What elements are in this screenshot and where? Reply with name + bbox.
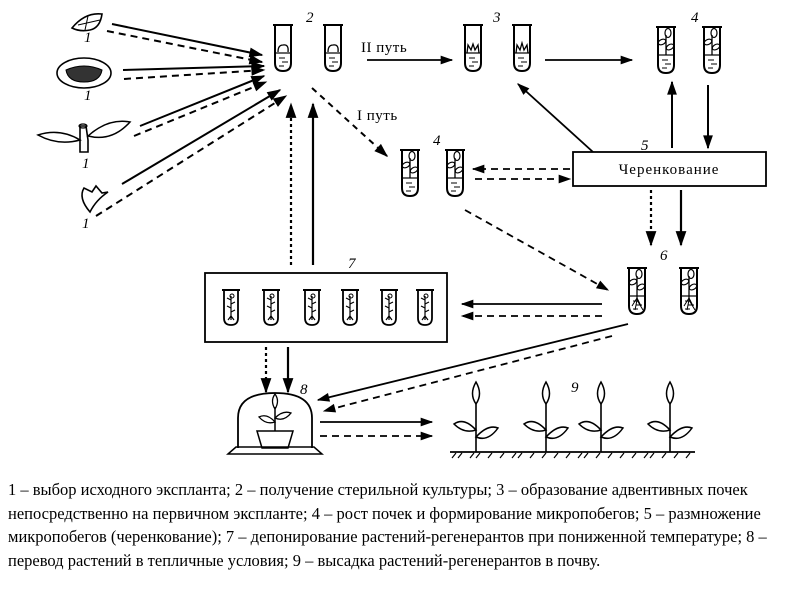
stage-6-label: 6	[660, 248, 668, 264]
explant-arrows	[95, 23, 288, 217]
stage-1-label: 1	[84, 88, 92, 104]
stage-1-label: 1	[82, 216, 90, 232]
stage-1-label: 1	[84, 30, 92, 46]
cutting-box-label: Черенкование	[619, 162, 720, 178]
path-one-label: I путь	[357, 108, 398, 124]
stage-8-label: 8	[300, 382, 308, 398]
explant-tissue-dish-icon	[56, 57, 112, 89]
rooting-to-greenhouse-dashed-arrow	[322, 335, 613, 413]
soil-planted-seedlings	[450, 381, 695, 459]
deposition-box	[204, 272, 448, 343]
explant-stem-node-icon	[36, 120, 132, 153]
stage-4-label: 4	[691, 10, 699, 26]
micropropagation-diagram: 1 1 1 1 2 II путь 3	[36, 10, 767, 459]
stage-6-test-tubes	[626, 267, 700, 315]
stage-5-label: 5	[641, 138, 649, 154]
explant-leaf-fragment-icon	[70, 12, 103, 32]
stage-9-label: 9	[571, 380, 579, 396]
stage-4-top-test-tubes	[655, 26, 723, 74]
path-one-arrow	[311, 87, 389, 157]
path-two-label: II путь	[361, 40, 407, 56]
explant-apex-icon	[81, 184, 109, 214]
stage-7-label: 7	[348, 256, 357, 272]
figure-caption: 1 – выбор исходного экспланта; 2 – получ…	[8, 480, 767, 570]
cutting-to-stage-3-arrow	[517, 83, 594, 153]
greenhouse-dome-icon	[226, 392, 324, 455]
stage-2-label: 2	[306, 10, 314, 26]
stage-3-label: 3	[492, 10, 501, 26]
stage-2-test-tubes	[272, 24, 344, 72]
stage-1-label: 1	[82, 156, 90, 172]
cutting-box: Черенкование	[572, 151, 767, 187]
stage-4-label-middle: 4	[433, 133, 441, 149]
stage-4-to-rooting-dashed-arrow	[464, 209, 610, 291]
stage-3-test-tubes	[462, 24, 533, 72]
stage-4-middle-test-tubes	[399, 149, 466, 197]
rooting-to-greenhouse-arrow	[316, 323, 629, 402]
